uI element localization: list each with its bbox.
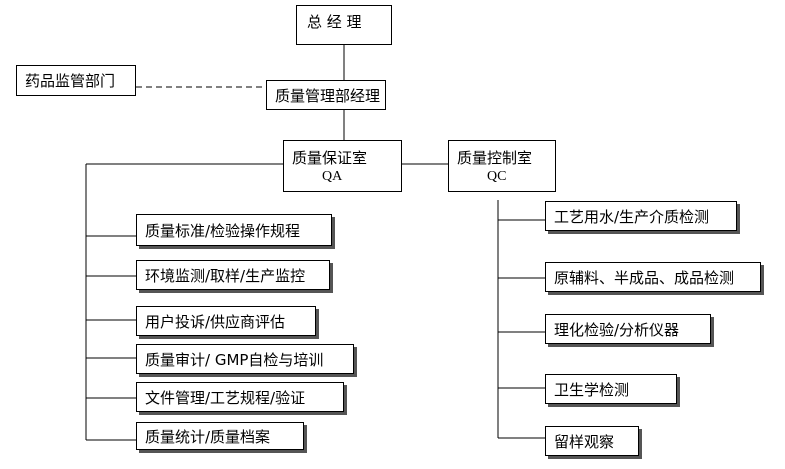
- qc-item: 原辅料、半成品、成品检测: [545, 262, 761, 292]
- node-general-manager: 总 经 理: [296, 5, 392, 45]
- qa-item-label: 用户投诉/供应商评估: [145, 312, 286, 331]
- qa-item: 质量审计/ GMP自检与培训: [136, 344, 354, 374]
- qc-item-label: 卫生学检测: [554, 380, 630, 399]
- qc-item-label: 原辅料、半成品、成品检测: [554, 268, 735, 287]
- qa-item: 用户投诉/供应商评估: [136, 306, 316, 336]
- qa-item-label: 环境监测/取样/生产监控: [145, 266, 306, 285]
- qc-item-label: 理化检验/分析仪器: [554, 320, 680, 339]
- qa-item-label: 质量审计/ GMP自检与培训: [145, 350, 324, 369]
- qc-item: 留样观察: [545, 426, 639, 456]
- qc-item: 理化检验/分析仪器: [545, 314, 711, 344]
- qc-item: 卫生学检测: [545, 374, 677, 404]
- node-code: QA: [322, 169, 343, 184]
- qa-item-label: 质量统计/质量档案: [145, 427, 271, 446]
- qc-item: 工艺用水/生产介质检测: [545, 201, 737, 231]
- qa-item-label: 质量标准/检验操作规程: [145, 221, 301, 240]
- qa-item: 质量统计/质量档案: [136, 422, 304, 450]
- node-qa-office: 质量保证室 QA: [283, 140, 402, 192]
- qa-item: 文件管理/工艺规程/验证: [136, 382, 344, 412]
- node-label: 质量控制室: [457, 149, 533, 167]
- node-label: 总 经 理: [307, 13, 362, 31]
- node-label: 药品监管部门: [25, 72, 116, 90]
- node-label: 质量保证室: [292, 149, 368, 167]
- qa-item-label: 文件管理/工艺规程/验证: [145, 388, 306, 407]
- node-qc-office: 质量控制室 QC: [448, 140, 556, 192]
- node-label: 质量管理部经理: [275, 86, 381, 105]
- qa-item: 环境监测/取样/生产监控: [136, 260, 330, 290]
- node-code: QC: [487, 169, 507, 184]
- qa-item: 质量标准/检验操作规程: [136, 214, 332, 246]
- qc-item-label: 工艺用水/生产介质检测: [554, 207, 710, 226]
- node-drug-regulator: 药品监管部门: [16, 65, 136, 96]
- node-quality-manager: 质量管理部经理: [266, 80, 386, 110]
- qc-item-label: 留样观察: [554, 432, 615, 451]
